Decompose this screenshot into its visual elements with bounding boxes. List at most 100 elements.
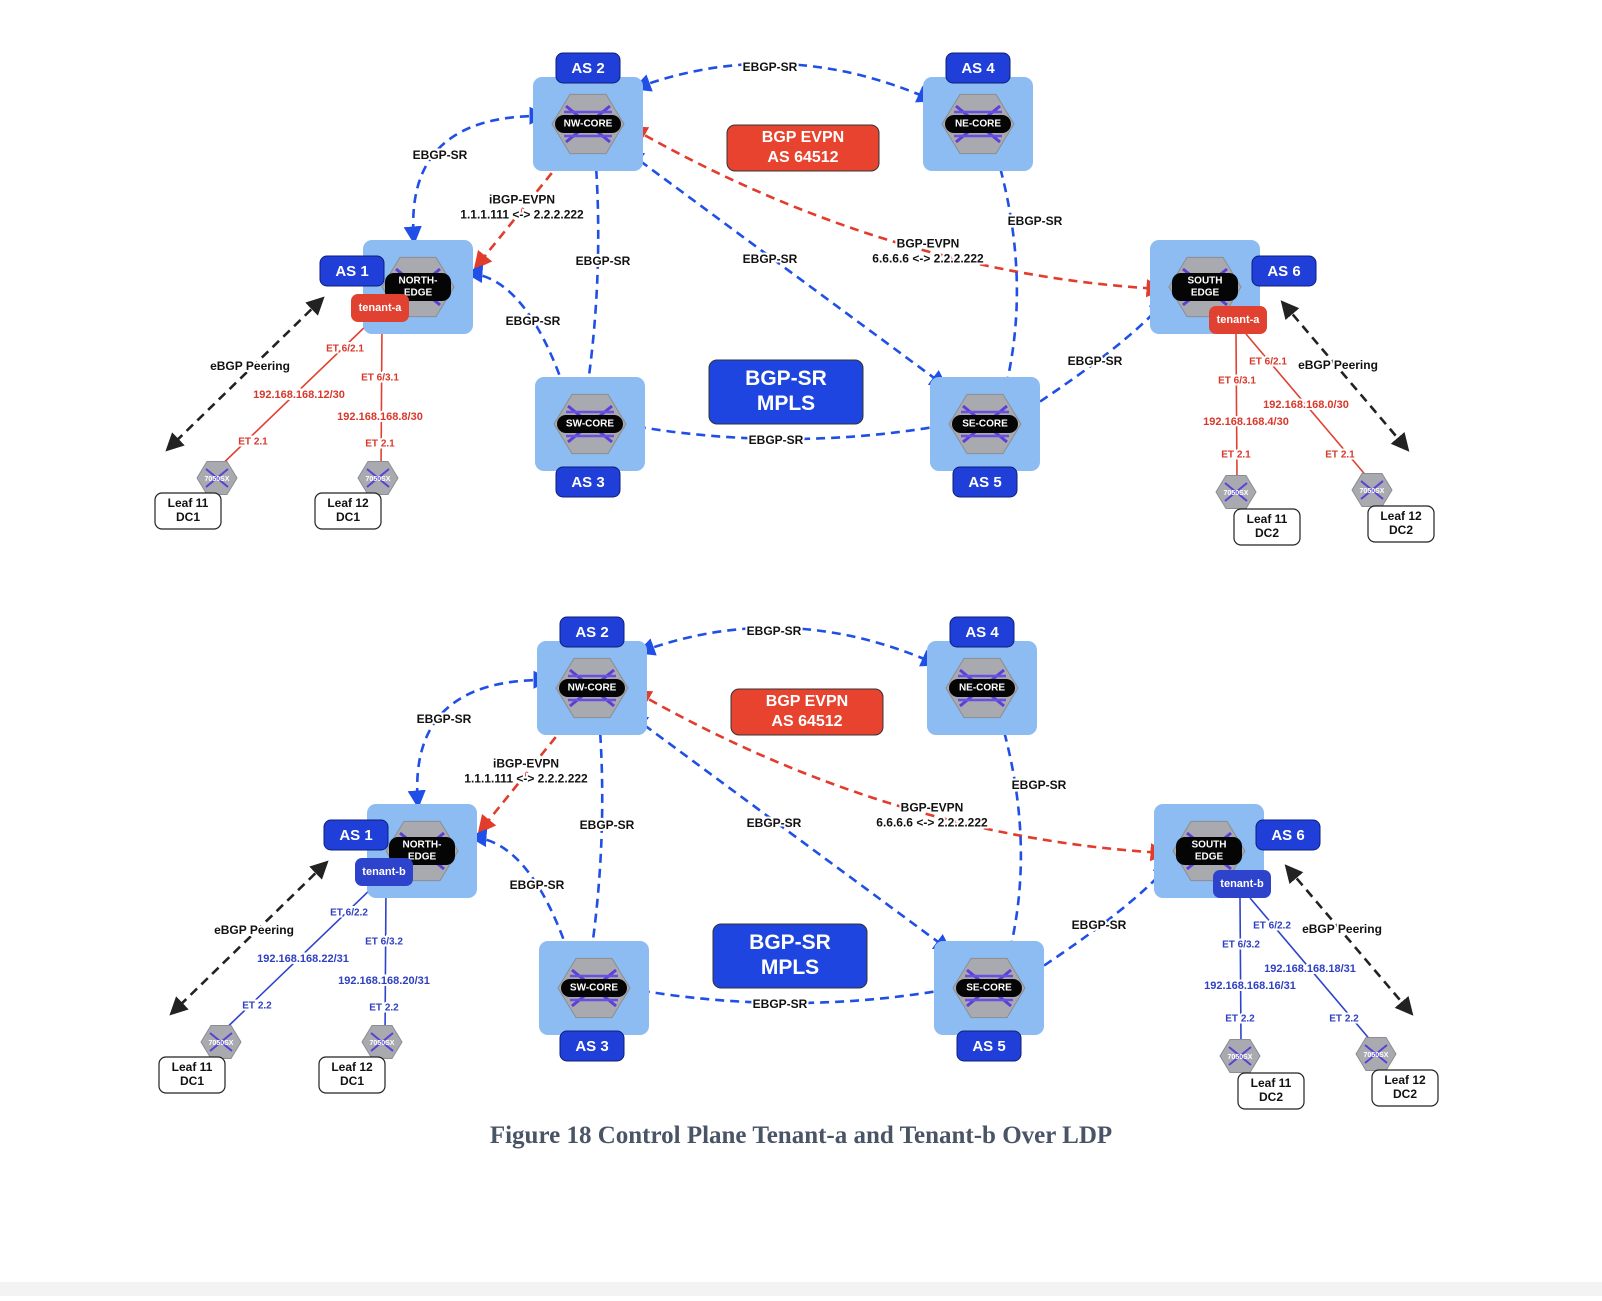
tenant-tag-shape <box>1213 870 1271 898</box>
switch-arrows-icon <box>1360 480 1384 500</box>
label-left-uplink-1: ET 6/2.1 <box>326 344 364 355</box>
leaf-switch-icon: 7050SX <box>200 1025 242 1059</box>
as-badge-label: AS 6 <box>1267 263 1300 280</box>
router-name: NE-CORE <box>959 683 1005 694</box>
router-name: SW-CORE <box>570 983 618 994</box>
switch-model-label: 7050SX <box>1360 488 1385 495</box>
label-link-sw-se: EBGP-SR <box>753 997 808 1011</box>
router-arrows-icon <box>570 974 618 1002</box>
as-badge-shape <box>559 1030 625 1062</box>
tenant-link-left-1 <box>211 321 371 475</box>
label-link-nw-se: EBGP-SR <box>743 252 798 266</box>
router-arrows-icon <box>961 410 1009 438</box>
label-left-subnet-2: 192.168.168.8/30 <box>337 411 423 423</box>
label-left-uplink-1: ET 6/2.2 <box>330 908 368 919</box>
box-label-line: BGP-SR <box>749 931 831 954</box>
router-ne-core: NE-CORE <box>927 641 1037 735</box>
page-bottom-edge <box>0 1282 1602 1296</box>
leaf-label-line: DC2 <box>1259 1090 1283 1104</box>
link-nw-sw <box>577 136 605 414</box>
label-right-uplink-1: ET 6/2.1 <box>1249 357 1287 368</box>
label-right-peering: eBGP Peering <box>1302 922 1382 936</box>
switch-arrows-icon <box>209 1032 233 1052</box>
label-right-subnet-1: 192.168.168.0/30 <box>1263 399 1349 411</box>
label-right-leaf-port-2: ET 2.1 <box>1325 450 1355 461</box>
leaf-label-line: Leaf 11 <box>1247 512 1288 526</box>
as-badge-label: AS 4 <box>961 60 995 77</box>
label-link-ibgp-evpn-line: iBGP-EVPN <box>493 757 559 771</box>
figure-caption: Figure 18 Control Plane Tenant-a and Ten… <box>489 1122 1113 1149</box>
box-label-line: AS 64512 <box>771 713 842 730</box>
tenant-link-left-1 <box>215 885 375 1039</box>
label-left-peering: eBGP Peering <box>214 923 294 937</box>
label-right-uplink-2: ET 6/3.2 <box>1222 940 1260 951</box>
label-link-se-south: EBGP-SR <box>1068 354 1123 368</box>
link-nw-sw <box>581 700 609 978</box>
link-nw-north-evpn <box>477 699 587 834</box>
link-nw-se <box>625 149 948 389</box>
switch-arrows-icon <box>205 468 229 488</box>
tenant-link-left-2 <box>384 885 387 1039</box>
switch-arrows-icon <box>370 1032 394 1052</box>
as-badge-label: AS 3 <box>571 474 604 491</box>
as-badge-shape <box>555 466 621 498</box>
label-link-nw-north: EBGP-SR <box>413 148 468 162</box>
router-name: SE-CORE <box>962 419 1008 430</box>
switch-arrows-icon <box>1224 482 1248 502</box>
leaf-box-shape <box>314 492 382 530</box>
tenant-link-right-1 <box>1235 333 1238 479</box>
tenant-tag-shape <box>1209 306 1267 334</box>
tenant-tag-label: tenant-a <box>359 302 403 314</box>
leaf-label-line: Leaf 11 <box>172 1060 213 1074</box>
link-nw-se <box>629 713 952 953</box>
as-badge-as1: AS 1 <box>319 255 385 287</box>
tenant-link-left-2 <box>380 321 383 475</box>
as-badge-shape <box>945 52 1011 84</box>
as-badge-label: AS 5 <box>968 474 1001 491</box>
leaf-switch-icon: 7050SX <box>357 461 399 495</box>
label-link-nw-se: EBGP-SR <box>747 816 802 830</box>
router-arrows-icon <box>958 674 1006 702</box>
tenant-tag-label: tenant-b <box>1220 878 1264 890</box>
tenant-link-right-2 <box>1249 897 1373 1043</box>
router-arrows-icon <box>954 110 1002 138</box>
as-badge-label: AS 2 <box>575 624 608 641</box>
router-name-line: SE-CORE <box>966 983 1012 994</box>
label-link-ibgp-evpn-line: 1.1.1.111 <-> 2.2.2.222 <box>464 772 588 786</box>
router-name-line: EDGE <box>1191 288 1220 299</box>
label-link-ne-se: EBGP-SR <box>1008 214 1063 228</box>
link-se-south <box>1011 298 1168 420</box>
leaf-label-line: DC1 <box>176 510 200 524</box>
leaf-switch-icon: 7050SX <box>196 461 238 495</box>
as-badge-shape <box>956 1030 1022 1062</box>
switch-model-label: 7050SX <box>1224 490 1249 497</box>
router-name-pill <box>1172 273 1238 301</box>
router-name-line: SOUTH <box>1188 276 1223 287</box>
router-nw-core: NW-CORE <box>537 641 647 735</box>
router-name: SE-CORE <box>966 983 1012 994</box>
router-name-line: NORTH- <box>403 840 442 851</box>
as-badge-shape <box>559 616 625 648</box>
router-name: NW-CORE <box>564 119 613 130</box>
as-badge-as6: AS 6 <box>1255 819 1321 851</box>
as-badge-label: AS 1 <box>335 263 368 280</box>
leaf-label-line: Leaf 11 <box>1251 1076 1292 1090</box>
leaf-switch-icon: 7050SX <box>1351 473 1393 507</box>
leaf-switch-icon: 7050SX <box>361 1025 403 1059</box>
router-nw-core: NW-CORE <box>533 77 643 171</box>
label-left-leaf-port-2: ET 2.2 <box>369 1003 399 1014</box>
